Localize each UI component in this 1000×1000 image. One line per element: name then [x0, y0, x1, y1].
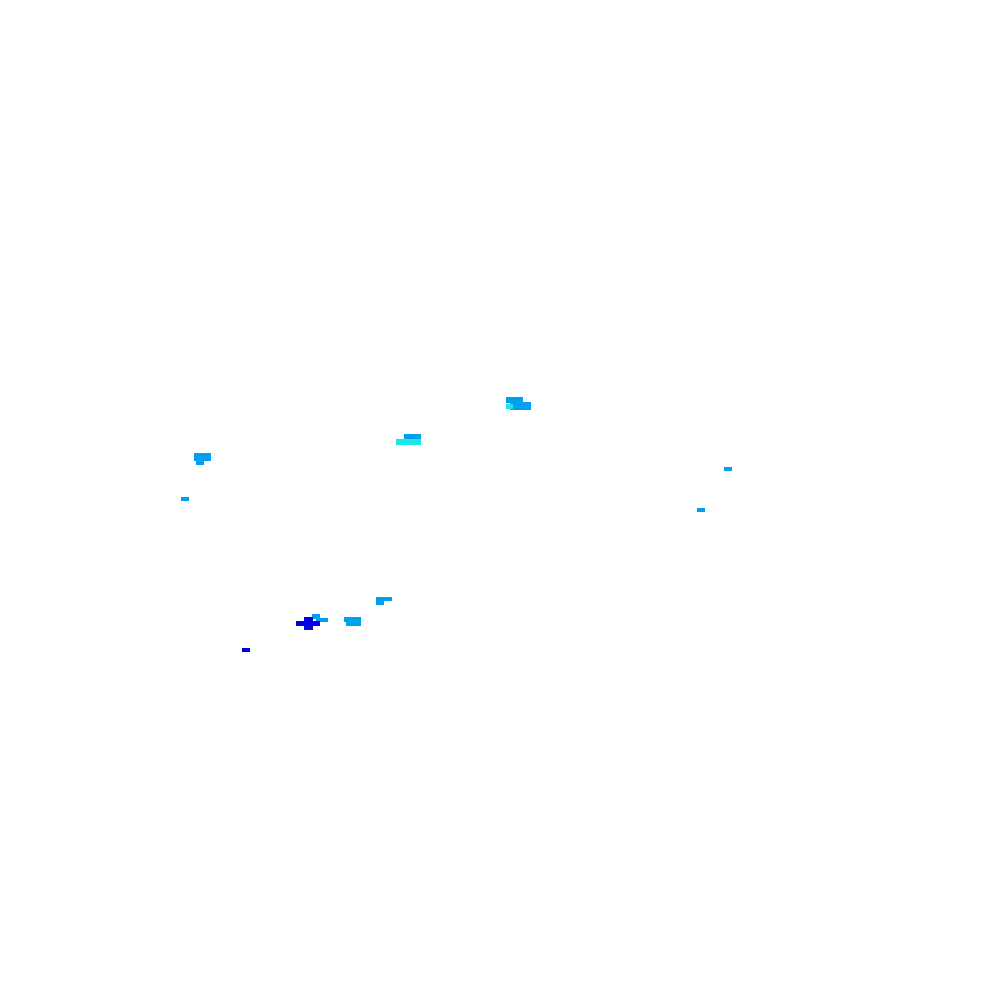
echo-cell [376, 597, 392, 601]
echo-cell [506, 404, 513, 409]
echo-cell [242, 648, 250, 652]
echo-cell [697, 508, 705, 512]
echo-cell [404, 434, 421, 440]
echo-cell [304, 625, 313, 630]
echo-cell [376, 600, 384, 605]
echo-cell [510, 402, 531, 410]
echo-cell [304, 617, 313, 622]
echo-cell [506, 397, 523, 403]
echo-cluster-north [506, 397, 531, 410]
echo-cell [181, 497, 189, 501]
echo-cluster-central [396, 434, 421, 445]
echo-cell [396, 439, 421, 445]
echo-cell [344, 617, 361, 622]
echo-cluster-south [242, 597, 392, 652]
echo-cell [724, 467, 732, 471]
echo-cell [312, 614, 320, 619]
echo-cell [346, 621, 361, 626]
echo-cell [196, 460, 204, 465]
echo-cluster-east [697, 467, 732, 512]
echo-cluster-west [181, 453, 211, 501]
echo-cell [194, 453, 211, 461]
echo-cell [316, 618, 328, 622]
echo-cell [296, 621, 320, 626]
